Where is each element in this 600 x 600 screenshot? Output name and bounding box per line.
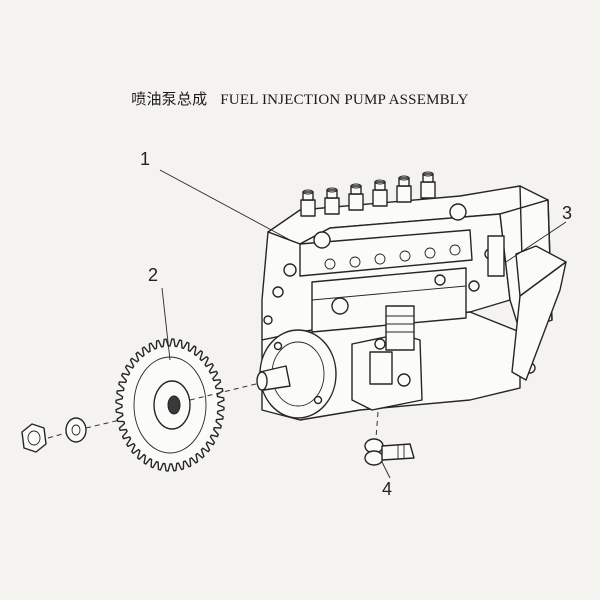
callout-1: 1 [140,149,151,169]
drive-gear [115,338,225,472]
leader-lines [159,169,567,479]
diagram-title: 喷油泵总成 FUEL INJECTION PUMP ASSEMBLY [0,88,600,109]
assembly-centerlines [47,383,379,439]
gear-nut [21,423,47,453]
callout-4: 4 [382,479,393,499]
title-chinese: 喷油泵总成 [131,90,208,108]
feed-pump-unit [351,305,423,411]
gear-washer [65,417,87,443]
title-english: FUEL INJECTION PUMP ASSEMBLY [220,92,469,108]
callout-3: 3 [562,203,573,223]
callout-2: 2 [148,265,159,285]
banjo-fitting [364,438,415,466]
delivery-valve-holders [300,171,467,249]
